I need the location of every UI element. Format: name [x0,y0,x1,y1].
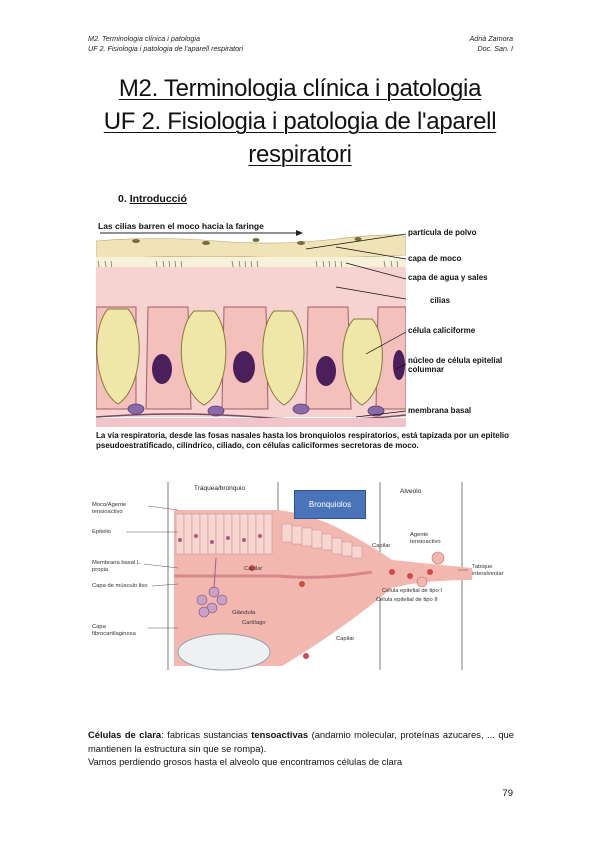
label-tipo-1: Célula epitelial de tipo I [382,588,442,594]
column-trachea: Tráquea/bronquio [194,485,246,492]
figure-airway-wall: Tráquea/bronquio Bronquiolos Alveolo Moc… [92,480,504,696]
page-number: 79 [502,788,513,799]
label-glandula: Glándula [232,610,256,616]
section-heading: 0. Introducció [118,193,187,205]
label-tabique: Tabique interalveolar [472,564,504,577]
title-line-1: M2. Terminologia clínica i patologia [118,75,482,102]
label-moco: Moco/Agente tensioactivo [92,502,127,515]
header-doc: Doc. San. I [477,44,513,53]
label-capa: Capa fibrocartilaginosa [92,624,136,637]
airway-wall-illustration [126,482,472,671]
label-water: capa de agua y sales [408,273,488,282]
running-header-right: Adrià Zamora Doc. San. I [469,34,513,54]
label-epitelio: Epitelio [92,529,112,535]
title-line-2: UF 2. Fisiologia i patologia de l'aparel… [103,108,497,135]
term-tensoactivas: tensoactivas [251,729,309,740]
label-musculo: Capa de músculo liso [92,583,148,589]
label-mucus: capa de moco [408,254,462,263]
header-course: M2. Terminologia clínica i patologia [88,34,200,43]
header-unit: UF 2. Fisiologia i patologia de l'aparel… [88,44,244,53]
term-clara: Células de clara [88,729,162,740]
header-author: Adrià Zamora [469,34,513,43]
running-header-left: M2. Terminologia clínica i patologia UF … [88,34,243,54]
epithelium-illustration [96,230,406,427]
label-basal: membrana basal [408,406,472,415]
figure-ciliated-epithelium: Las cilias barren el moco hacia la farin… [96,219,510,461]
title-line-3: respiratori [248,141,352,168]
label-tipo-2: Célula epitelial de tipo II [376,597,438,603]
section-number: 0. [118,193,127,205]
text-segment-a: : fabricas sustancias [161,729,252,740]
label-goblet: célula caliciforme [408,326,476,335]
label-membrana: Membrana basal L. propia [92,560,142,573]
label-agente: Agente tensioactivo [410,532,441,545]
paragraph-clara: Células de clara: fabricas sustancias te… [88,728,514,755]
cilia-direction-label: Las cilias barren el moco hacia la farin… [98,221,264,231]
label-capilar-1: Capilar [244,566,263,572]
text-segment-b: (andamio molecular, proteínas azucares, … [88,729,514,754]
label-capilar-2: Capilar [336,636,355,642]
section-label: Introducció [129,193,187,205]
paragraph-alveolo: Vamos perdiendo grosos hasta el alveolo … [88,756,403,767]
label-cartilago: Cartílago [242,620,266,626]
page-title: M2. Terminologia clínica i patologia UF … [70,72,530,171]
label-particle: partícula de polvo [408,228,477,237]
label-capilar-3: Capilar [372,543,391,549]
label-cilia: cilias [430,296,451,305]
label-nucleus: núcleo de célula epitelial columnar [408,356,503,374]
figure1-caption: La vía respiratoria, desde las fosas nas… [96,431,510,450]
bronchiole-badge: Bronquiolos [294,490,366,519]
column-alveolo: Alveolo [400,488,422,495]
body-text: Células de clara: fabricas sustancias te… [88,728,514,769]
